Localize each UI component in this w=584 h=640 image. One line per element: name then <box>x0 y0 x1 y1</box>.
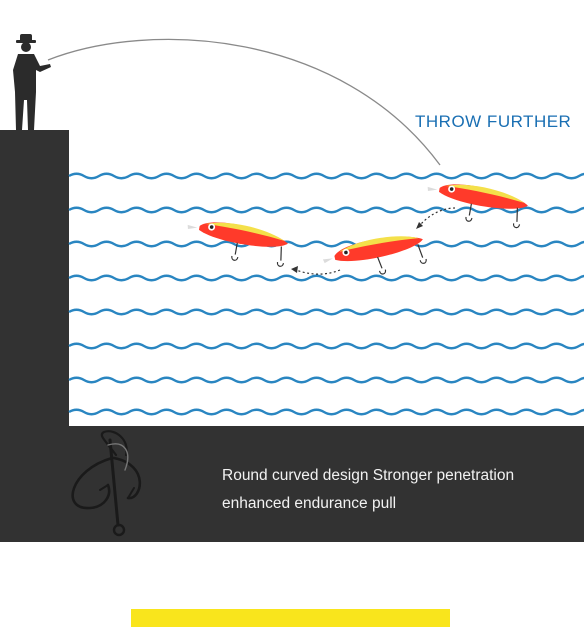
caption-line-1: Round curved design Stronger penetration <box>222 467 515 484</box>
headline-throw-further: THROW FURTHER <box>415 112 572 131</box>
fishing-lure-icon <box>322 236 427 275</box>
wave-row <box>68 376 584 384</box>
yellow-accent-bar <box>131 609 450 627</box>
caption-text: Round curved design Stronger penetration… <box>222 462 514 518</box>
fisherman-silhouette-icon <box>13 34 51 130</box>
fishing-rod-icon <box>47 38 441 166</box>
treble-hook-icon <box>71 430 142 537</box>
dotted-arrow-heads <box>291 222 423 273</box>
fishing-lure-icon <box>427 184 528 229</box>
wave-row <box>68 274 584 282</box>
wave-row <box>68 308 584 316</box>
bottom-dark-band <box>0 426 584 542</box>
dotted-arrow-icon <box>295 207 456 275</box>
fishing-lure-icon <box>187 222 288 267</box>
wave-row <box>68 240 584 248</box>
wave-row <box>68 172 584 180</box>
caption-line-2: enhanced endurance pull <box>222 495 397 512</box>
wave-row <box>68 342 584 350</box>
wave-row <box>68 408 584 416</box>
wave-row <box>68 206 584 214</box>
water-waves <box>68 172 584 416</box>
